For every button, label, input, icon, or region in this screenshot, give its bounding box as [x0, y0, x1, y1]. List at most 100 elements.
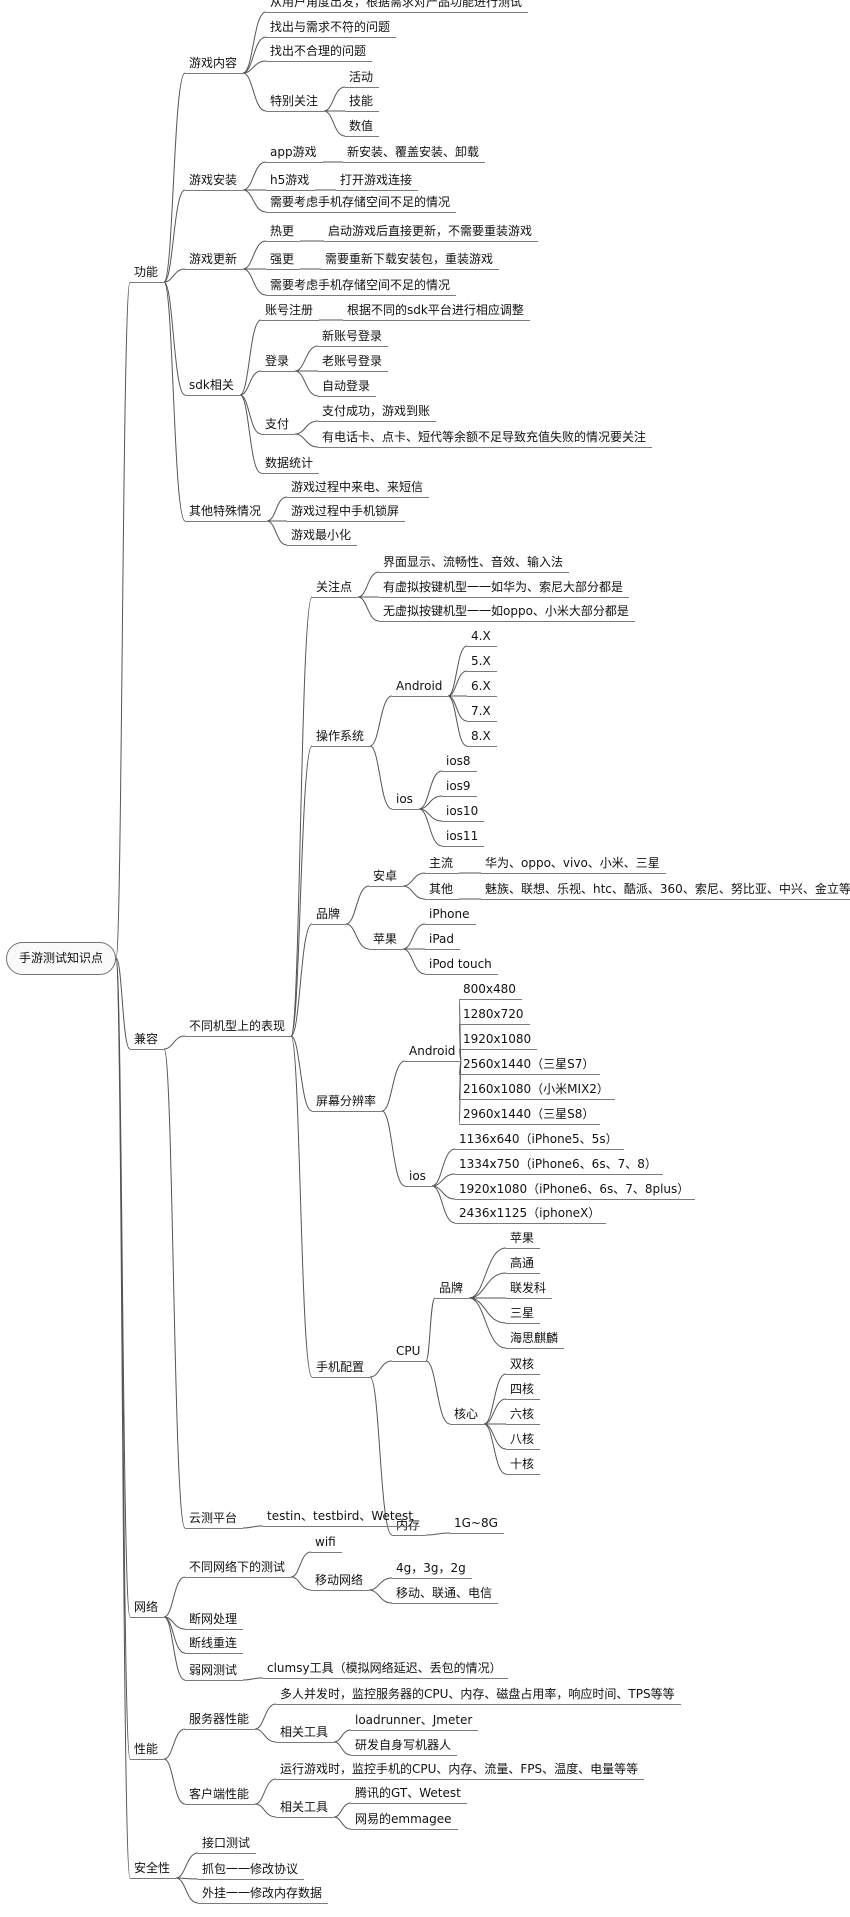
- mindmap-node[interactable]: 游戏更新: [185, 252, 244, 270]
- mindmap-node[interactable]: 2160x1080（小米MIX2）: [459, 1082, 615, 1100]
- mindmap-node[interactable]: 关注点: [312, 580, 359, 598]
- mindmap-node[interactable]: 其他特殊情况: [185, 504, 268, 522]
- mindmap-node[interactable]: 需要考虑手机存储空间不足的情况: [266, 278, 457, 296]
- mindmap-node[interactable]: 1280x720: [459, 1007, 530, 1025]
- root-topic[interactable]: 手游测试知识点: [6, 941, 117, 975]
- mindmap-node[interactable]: 四核: [506, 1382, 541, 1400]
- mindmap-node[interactable]: 弱网测试: [185, 1663, 244, 1681]
- mindmap-node[interactable]: 1920x1080: [459, 1032, 538, 1050]
- mindmap-node[interactable]: 其他: [425, 882, 460, 900]
- mindmap-node[interactable]: 游戏内容: [185, 56, 244, 74]
- mindmap-node[interactable]: 支付成功，游戏到账: [318, 404, 437, 422]
- mindmap-node[interactable]: 品牌: [435, 1281, 470, 1299]
- mindmap-node[interactable]: 高通: [506, 1256, 541, 1274]
- mindmap-node[interactable]: 外挂一一修改内存数据: [198, 1886, 329, 1904]
- mindmap-node[interactable]: 游戏过程中手机锁屏: [287, 504, 406, 522]
- mindmap-node[interactable]: 数据统计: [261, 456, 320, 474]
- mindmap-node[interactable]: 研发自身写机器人: [351, 1738, 458, 1756]
- mindmap-node[interactable]: 八核: [506, 1432, 541, 1450]
- mindmap-node[interactable]: 十核: [506, 1457, 541, 1475]
- mindmap-node[interactable]: 从用户角度出发，根据需求对产品功能进行测试: [266, 0, 529, 13]
- mindmap-node[interactable]: 有电话卡、点卡、短代等余额不足导致充值失败的情况要关注: [318, 430, 653, 448]
- mindmap-node[interactable]: 三星: [506, 1306, 541, 1324]
- mindmap-node[interactable]: 4.X: [467, 629, 497, 647]
- mindmap-node[interactable]: 1G~8G: [450, 1516, 504, 1534]
- mindmap-node[interactable]: 相关工具: [276, 1725, 335, 1743]
- mindmap-node[interactable]: 兼容: [130, 1032, 165, 1050]
- mindmap-node[interactable]: 800x480: [459, 982, 522, 1000]
- mindmap-node[interactable]: 4g，3g，2g: [392, 1561, 472, 1579]
- mindmap-node[interactable]: 云测平台: [185, 1511, 244, 1529]
- mindmap-node[interactable]: 热更: [266, 224, 301, 242]
- mindmap-node[interactable]: 操作系统: [312, 729, 371, 747]
- mindmap-node[interactable]: wifi: [311, 1535, 342, 1553]
- mindmap-node[interactable]: 安卓: [369, 869, 404, 887]
- mindmap-node[interactable]: 运行游戏时，监控手机的CPU、内存、流量、FPS、温度、电量等等: [276, 1762, 645, 1780]
- mindmap-node[interactable]: 技能: [345, 94, 380, 112]
- mindmap-node[interactable]: 根据不同的sdk平台进行相应调整: [343, 303, 530, 321]
- mindmap-node[interactable]: ios: [405, 1169, 432, 1187]
- mindmap-node[interactable]: 断网处理: [185, 1612, 244, 1630]
- mindmap-node[interactable]: sdk相关: [185, 378, 240, 396]
- mindmap-node[interactable]: 主流: [425, 856, 460, 874]
- mindmap-node[interactable]: 找出与需求不符的问题: [266, 20, 397, 38]
- mindmap-node[interactable]: 多人并发时，监控服务器的CPU、内存、磁盘占用率，响应时间、TPS等等: [276, 1687, 681, 1705]
- mindmap-node[interactable]: 网易的emmagee: [351, 1812, 458, 1830]
- mindmap-node[interactable]: 腾讯的GT、Wetest: [351, 1786, 467, 1804]
- mindmap-node[interactable]: 2960x1440（三星S8）: [459, 1107, 601, 1125]
- mindmap-node[interactable]: 海思麒麟: [506, 1331, 565, 1349]
- mindmap-node[interactable]: 2436x1125（iphoneX）: [455, 1206, 607, 1224]
- mindmap-node[interactable]: 客户端性能: [185, 1787, 256, 1805]
- mindmap-node[interactable]: 需要重新下载安装包，重装游戏: [321, 252, 500, 270]
- mindmap-node[interactable]: iPhone: [425, 907, 476, 925]
- mindmap-node[interactable]: 新安装、覆盖安装、卸载: [343, 145, 486, 163]
- mindmap-node[interactable]: 强更: [266, 252, 301, 270]
- mindmap-node[interactable]: 抓包一一修改协议: [198, 1862, 305, 1880]
- mindmap-node[interactable]: 支付: [261, 417, 296, 435]
- mindmap-node[interactable]: 打开游戏连接: [336, 173, 419, 191]
- mindmap-node[interactable]: ios10: [442, 804, 485, 822]
- mindmap-node[interactable]: testin、testbird、Wetest: [263, 1509, 419, 1527]
- mindmap-node[interactable]: 魅族、联想、乐视、htc、酷派、360、索尼、努比亚、中兴、金立等: [481, 882, 850, 900]
- mindmap-node[interactable]: 账号注册: [261, 303, 320, 321]
- mindmap-node[interactable]: 游戏过程中来电、来短信: [287, 480, 430, 498]
- mindmap-node[interactable]: 相关工具: [276, 1800, 335, 1818]
- mindmap-node[interactable]: ios: [392, 792, 419, 810]
- mindmap-node[interactable]: 品牌: [312, 907, 347, 925]
- mindmap-node[interactable]: 7.X: [467, 704, 497, 722]
- mindmap-node[interactable]: 游戏最小化: [287, 528, 358, 546]
- mindmap-node[interactable]: Android: [405, 1044, 462, 1062]
- mindmap-node[interactable]: 自动登录: [318, 379, 377, 397]
- mindmap-node[interactable]: 不同网络下的测试: [185, 1560, 292, 1578]
- mindmap-node[interactable]: 特别关注: [266, 94, 325, 112]
- mindmap-node[interactable]: Android: [392, 679, 449, 697]
- mindmap-node[interactable]: 1136x640（iPhone5、5s）: [455, 1132, 624, 1150]
- mindmap-node[interactable]: 核心: [450, 1407, 485, 1425]
- mindmap-node[interactable]: 网络: [130, 1600, 165, 1618]
- mindmap-node[interactable]: 需要考虑手机存储空间不足的情况: [266, 195, 457, 213]
- mindmap-node[interactable]: 启动游戏后直接更新，不需要重装游戏: [324, 224, 539, 242]
- mindmap-node[interactable]: CPU: [392, 1344, 427, 1362]
- mindmap-node[interactable]: 1334x750（iPhone6、6s、7、8）: [455, 1157, 663, 1175]
- mindmap-node[interactable]: 活动: [345, 70, 380, 88]
- mindmap-node[interactable]: 不同机型上的表现: [185, 1019, 292, 1037]
- mindmap-node[interactable]: 联发科: [506, 1281, 553, 1299]
- mindmap-node[interactable]: 无虚拟按键机型一一如oppo、小米大部分都是: [379, 604, 635, 622]
- mindmap-node[interactable]: iPad: [425, 932, 461, 950]
- mindmap-node[interactable]: 华为、oppo、vivo、小米、三星: [481, 856, 666, 874]
- mindmap-node[interactable]: 接口测试: [198, 1836, 257, 1854]
- mindmap-node[interactable]: 手机配置: [312, 1360, 371, 1378]
- mindmap-node[interactable]: 界面显示、流畅性、音效、输入法: [379, 555, 570, 573]
- mindmap-node[interactable]: 移动网络: [311, 1573, 370, 1591]
- mindmap-node[interactable]: clumsy工具（模拟网络延迟、丢包的情况）: [263, 1661, 508, 1679]
- mindmap-node[interactable]: iPod touch: [425, 957, 498, 975]
- mindmap-node[interactable]: 2560x1440（三星S7）: [459, 1057, 601, 1075]
- mindmap-node[interactable]: 6.X: [467, 679, 497, 697]
- mindmap-node[interactable]: 5.X: [467, 654, 497, 672]
- mindmap-node[interactable]: 找出不合理的问题: [266, 44, 373, 62]
- mindmap-node[interactable]: ios9: [442, 779, 477, 797]
- mindmap-node[interactable]: h5游戏: [266, 173, 316, 191]
- mindmap-node[interactable]: 游戏安装: [185, 173, 244, 191]
- mindmap-node[interactable]: loadrunner、Jmeter: [351, 1713, 479, 1731]
- mindmap-node[interactable]: 苹果: [369, 932, 404, 950]
